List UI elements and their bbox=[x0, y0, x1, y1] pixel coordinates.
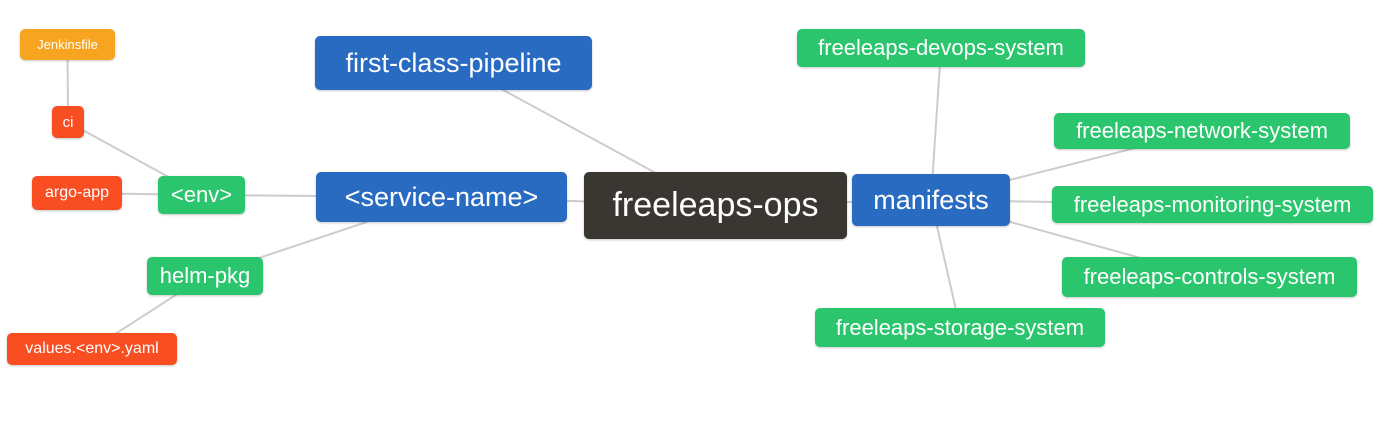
node-jenkinsfile[interactable]: Jenkinsfile bbox=[20, 29, 115, 60]
node-freeleaps-storage-system[interactable]: freeleaps-storage-system bbox=[815, 308, 1105, 347]
node-argo-app[interactable]: argo-app bbox=[32, 176, 122, 210]
node-values-env-yaml[interactable]: values.<env>.yaml bbox=[7, 333, 177, 365]
node-helm-pkg[interactable]: helm-pkg bbox=[147, 257, 263, 295]
node-freeleaps-monitoring-system[interactable]: freeleaps-monitoring-system bbox=[1052, 186, 1373, 223]
node-first-class-pipeline[interactable]: first-class-pipeline bbox=[315, 36, 592, 90]
node-ci[interactable]: ci bbox=[52, 106, 84, 138]
node-env[interactable]: <env> bbox=[158, 176, 245, 214]
node-manifests[interactable]: manifests bbox=[852, 174, 1010, 226]
node-freeleaps-network-system[interactable]: freeleaps-network-system bbox=[1054, 113, 1350, 149]
node-freeleaps-devops-system[interactable]: freeleaps-devops-system bbox=[797, 29, 1085, 67]
node-freeleaps-ops[interactable]: freeleaps-ops bbox=[584, 172, 847, 239]
node-service-name[interactable]: <service-name> bbox=[316, 172, 567, 222]
node-freeleaps-controls-system[interactable]: freeleaps-controls-system bbox=[1062, 257, 1357, 297]
